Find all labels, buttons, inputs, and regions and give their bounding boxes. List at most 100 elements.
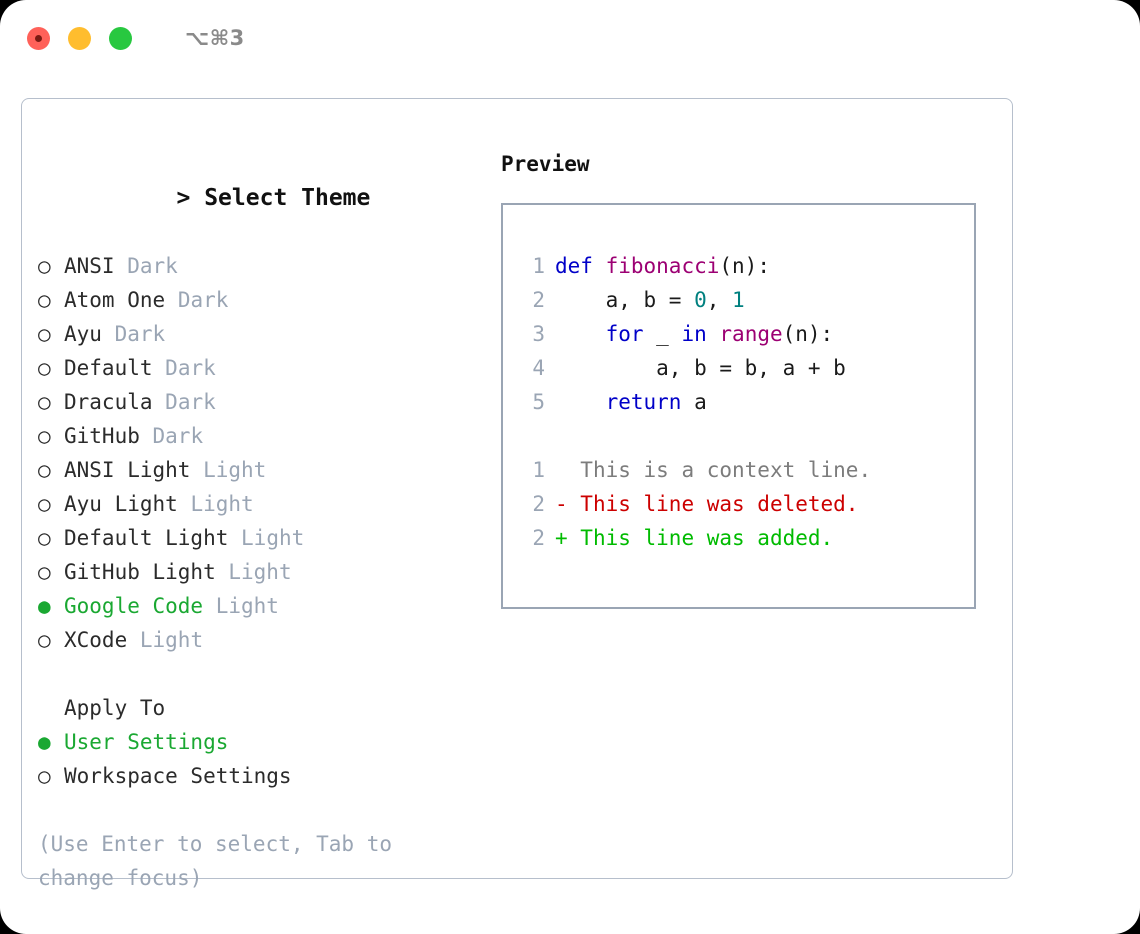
theme-option-label: Ayu — [64, 322, 102, 346]
diff-line-number: 1 — [532, 458, 545, 482]
theme-option[interactable]: ○ XCode Light — [38, 623, 478, 657]
code-token — [593, 254, 606, 278]
theme-option[interactable]: ○ GitHub Dark — [38, 419, 478, 453]
code-token: 0 — [694, 288, 707, 312]
theme-option-category: Light — [241, 526, 305, 550]
code-line-number: 1 — [532, 254, 545, 278]
code-token: a, b = — [555, 288, 695, 312]
diff-line-number: 2 — [532, 492, 545, 516]
code-line: 3 for _ in range(n): — [517, 317, 968, 351]
theme-option-label: XCode — [64, 628, 128, 652]
theme-option[interactable]: ○ Ayu Dark — [38, 317, 478, 351]
apply-to-option-label: Workspace Settings — [64, 764, 292, 788]
diff-text: This is a context line. — [567, 458, 872, 482]
maximize-window-button[interactable] — [109, 26, 132, 50]
apply-to-option-label: User Settings — [64, 730, 229, 754]
code-token: (n): — [719, 254, 770, 278]
code-token: a — [681, 390, 707, 414]
theme-option[interactable]: ○ANSI Dark — [38, 249, 478, 283]
diff-sample: 1 This is a context line.2- This line wa… — [517, 453, 968, 555]
theme-option-label: ANSI — [64, 254, 115, 278]
radio-unselected-icon: ○ — [38, 628, 51, 652]
theme-option-category: Light — [203, 458, 267, 482]
title-bar: ⌥⌘3 — [0, 0, 1140, 76]
code-token: (n): — [782, 322, 834, 346]
theme-option[interactable]: ○ GitHub Light Light — [38, 555, 478, 589]
theme-option-category: Light — [139, 628, 204, 652]
theme-option-category: Dark — [177, 288, 229, 312]
theme-option-category: Dark — [165, 390, 216, 414]
apply-to-option[interactable]: ● User Settings — [38, 725, 478, 759]
radio-unselected-icon: ○ — [38, 764, 51, 788]
theme-option-label: ANSI Light — [64, 458, 191, 482]
theme-list[interactable]: ○ANSI Dark○Atom One Dark○Ayu Dark○Defaul… — [38, 249, 478, 657]
theme-option[interactable]: ○Ayu Light Light — [38, 487, 478, 521]
apply-to-label: Apply To — [64, 696, 166, 720]
radio-selected-icon: ● — [38, 730, 51, 754]
theme-option-category: Dark — [152, 424, 204, 448]
prompt-caret-icon: > — [176, 185, 191, 211]
diff-text: This line was deleted. — [567, 492, 859, 516]
theme-option-label: GitHub — [64, 424, 140, 448]
theme-option[interactable]: ○Default Light Light — [38, 521, 478, 555]
code-token: fibonacci — [605, 254, 720, 278]
theme-option-label: Default — [64, 356, 153, 380]
code-token: , — [706, 288, 733, 312]
code-line: 5 return a — [517, 385, 968, 419]
theme-option-label: Default Light — [64, 526, 229, 550]
close-window-button[interactable] — [27, 26, 50, 50]
code-token: 1 — [732, 288, 745, 312]
radio-selected-icon: ● — [38, 594, 51, 618]
theme-option-category: Dark — [114, 322, 166, 346]
code-token: a, b = b, a + b — [555, 356, 846, 380]
keyboard-hint-text: (Use Enter to select, Tab to change focu… — [38, 832, 393, 890]
radio-unselected-icon: ○ — [38, 458, 51, 482]
theme-option-label: GitHub Light — [64, 560, 216, 584]
code-line-number: 2 — [532, 288, 545, 312]
keyboard-shortcut-label: ⌥⌘3 — [185, 26, 245, 50]
window-controls — [27, 26, 132, 50]
apply-to-list[interactable]: ● User Settings ○ Workspace Settings — [38, 725, 478, 793]
apply-to-heading: Apply To — [38, 691, 478, 725]
theme-option-label: Dracula — [64, 390, 153, 414]
theme-option[interactable]: ○Atom One Dark — [38, 283, 478, 317]
radio-unselected-icon: ○ — [38, 390, 51, 414]
diff-line: 1 This is a context line. — [517, 453, 968, 487]
theme-option-label: Atom One — [64, 288, 166, 312]
theme-selector-column: > Select Theme ○ANSI Dark○Atom One Dark○… — [38, 147, 478, 895]
code-line-number: 4 — [532, 356, 545, 380]
code-line: 2 a, b = 0, 1 — [517, 283, 968, 317]
theme-option-category: Light — [228, 560, 292, 584]
minimize-window-button[interactable] — [68, 26, 91, 50]
theme-option-category: Light — [215, 594, 279, 618]
code-token — [555, 390, 606, 414]
diff-line: 2+ This line was added. — [517, 521, 968, 555]
apply-to-option[interactable]: ○ Workspace Settings — [38, 759, 478, 793]
radio-unselected-icon: ○ — [38, 254, 51, 278]
radio-unselected-icon: ○ — [38, 492, 51, 516]
code-line: 4 a, b = b, a + b — [517, 351, 968, 385]
radio-unselected-icon: ○ — [38, 424, 51, 448]
diff-line: 2- This line was deleted. — [517, 487, 968, 521]
code-token — [555, 322, 606, 346]
theme-option[interactable]: ○ Dracula Dark — [38, 385, 478, 419]
code-token — [707, 322, 720, 346]
theme-option-category: Dark — [165, 356, 216, 380]
preview-heading: Preview — [501, 152, 590, 176]
theme-option[interactable]: ○ Default Dark — [38, 351, 478, 385]
theme-option[interactable]: ○ ANSI Light Light — [38, 453, 478, 487]
radio-unselected-icon: ○ — [38, 560, 51, 584]
main-panel: > Select Theme ○ANSI Dark○Atom One Dark○… — [21, 98, 1013, 890]
radio-unselected-icon: ○ — [38, 322, 51, 346]
diff-sign — [555, 458, 568, 482]
radio-unselected-icon: ○ — [38, 356, 51, 380]
theme-option[interactable]: ●Google Code Light — [38, 589, 478, 623]
diff-sign: - — [555, 492, 568, 516]
panel-columns: > Select Theme ○ANSI Dark○Atom One Dark○… — [22, 99, 1012, 890]
diff-line-number: 2 — [532, 526, 545, 550]
